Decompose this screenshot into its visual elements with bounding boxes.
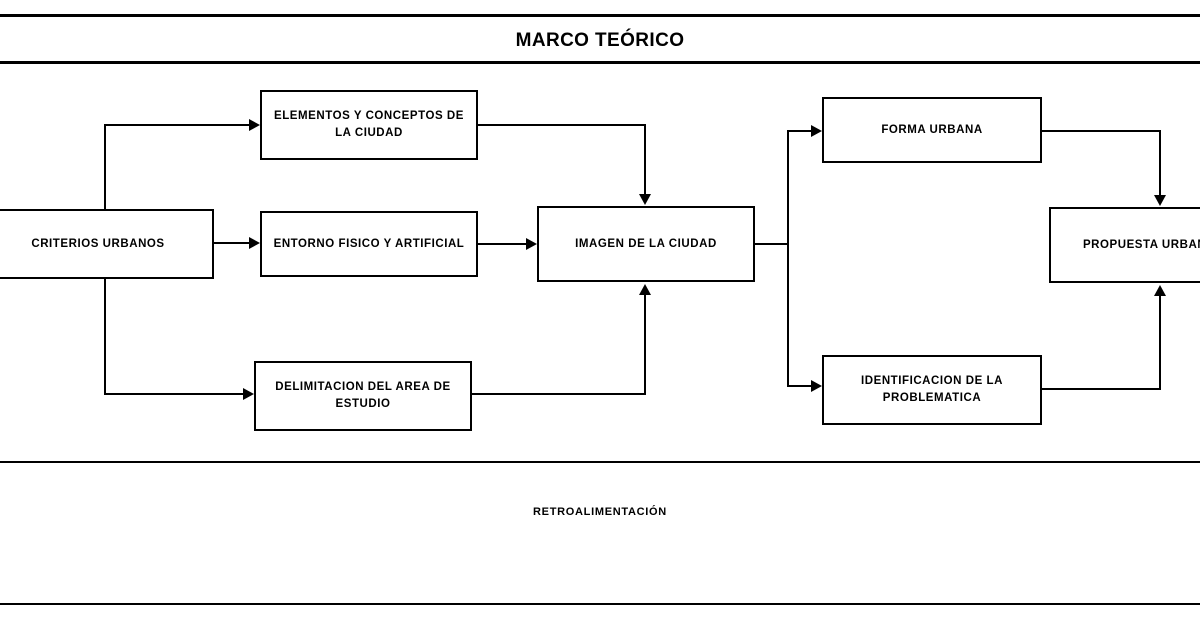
- arrowhead-entorno-to-imagen: [526, 238, 537, 250]
- node-label: ELEMENTOS Y CONCEPTOS DE LA CIUDAD: [273, 110, 464, 139]
- arrowhead-elementos-to-imagen: [639, 194, 651, 205]
- connector-elementos-to-imagen-h: [478, 124, 646, 126]
- frame-rule-top: [0, 14, 1200, 17]
- connector-imagen-to-forma: [787, 130, 814, 132]
- connector-imagen-to-identificacion: [787, 385, 814, 387]
- connector-delimitacion-to-imagen-h: [472, 393, 646, 395]
- connector-criterios-to-elementos: [104, 124, 252, 126]
- arrowhead-criterios-to-elementos: [249, 119, 260, 131]
- arrowhead-delimitacion-to-imagen: [639, 284, 651, 295]
- connector-identificacion-to-propuesta-v: [1159, 296, 1161, 390]
- node-criterios-urbanos[interactable]: CRITERIOS URBANOS: [0, 209, 214, 279]
- node-label: CRITERIOS URBANOS: [31, 237, 165, 250]
- connector-forma-to-propuesta-v: [1159, 130, 1161, 197]
- node-forma-urbana[interactable]: FORMA URBANA: [822, 97, 1042, 163]
- node-delimitacion-del-area-de-estudio[interactable]: DELIMITACION DEL AREA DE ESTUDIO: [254, 361, 472, 431]
- connector-elementos-to-imagen-v: [644, 124, 646, 196]
- arrowhead-imagen-to-identificacion: [811, 380, 822, 392]
- connector-criterios-to-entorno: [212, 242, 252, 244]
- node-label: FORMA URBANA: [881, 123, 983, 136]
- arrowhead-imagen-to-forma: [811, 125, 822, 137]
- connector-imagen-spine: [787, 130, 789, 386]
- node-entorno-fisico-y-artificial[interactable]: ENTORNO FISICO Y ARTIFICIAL: [260, 211, 478, 277]
- node-elementos-y-conceptos-de-la-ciudad[interactable]: ELEMENTOS Y CONCEPTOS DE LA CIUDAD: [260, 90, 478, 160]
- arrowhead-criterios-to-delimitacion: [243, 388, 254, 400]
- node-imagen-de-la-ciudad[interactable]: IMAGEN DE LA CIUDAD: [537, 206, 755, 282]
- connector-forma-to-propuesta-h: [1042, 130, 1161, 132]
- frame-rule-under-title: [0, 61, 1200, 64]
- node-label: IMAGEN DE LA CIUDAD: [575, 237, 717, 250]
- node-identificacion-de-la-problematica[interactable]: IDENTIFICACION DE LA PROBLEMATICA: [822, 355, 1042, 425]
- node-propuesta-urbana[interactable]: PROPUESTA URBANA: [1049, 207, 1200, 283]
- diagram-title: MARCO TEÓRICO: [515, 30, 685, 51]
- node-label: IDENTIFICACION DE LA PROBLEMATICA: [861, 375, 1003, 404]
- arrowhead-identificacion-to-propuesta: [1154, 285, 1166, 296]
- connector-delimitacion-to-imagen-v: [644, 295, 646, 395]
- node-label: ENTORNO FISICO Y ARTIFICIAL: [273, 237, 465, 250]
- frame-rule-bottom: [0, 603, 1200, 605]
- connector-identificacion-to-propuesta-h: [1042, 388, 1161, 390]
- connector-criterios-to-delimitacion: [104, 393, 246, 395]
- frame-rule-middle: [0, 461, 1200, 463]
- connector-entorno-to-imagen: [478, 243, 529, 245]
- arrowhead-criterios-to-entorno: [249, 237, 260, 249]
- node-label: DELIMITACION DEL AREA DE ESTUDIO: [275, 381, 451, 410]
- retroalimentacion-label: RETROALIMENTACIÓN: [533, 506, 667, 518]
- connector-imagen-out: [755, 243, 789, 245]
- arrowhead-forma-to-propuesta: [1154, 195, 1166, 206]
- node-label: PROPUESTA URBANA: [1082, 238, 1200, 251]
